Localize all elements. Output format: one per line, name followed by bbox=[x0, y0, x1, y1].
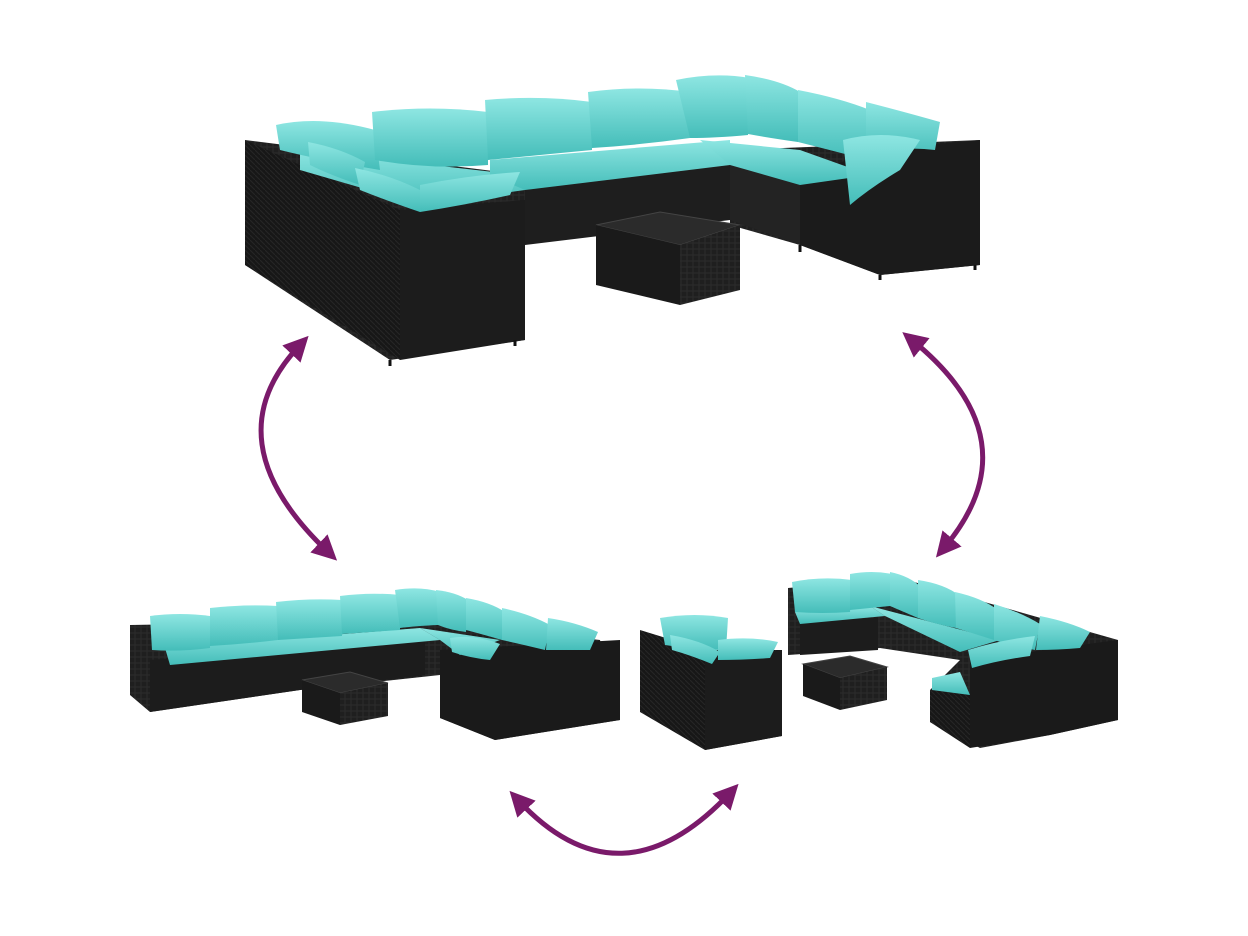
seat-cushion bbox=[932, 672, 970, 695]
back-cushion bbox=[308, 142, 365, 185]
double-headed-curved-arrow-right-icon bbox=[902, 332, 986, 558]
back-cushion bbox=[372, 108, 488, 167]
back-cushion bbox=[676, 75, 750, 138]
coffee-table-front bbox=[302, 680, 340, 725]
sofa-corner-front bbox=[970, 640, 1118, 748]
coffee-table-side bbox=[840, 667, 887, 710]
full-set-group bbox=[245, 75, 980, 366]
left-configuration-group bbox=[130, 588, 620, 740]
coffee-table-front bbox=[596, 225, 680, 305]
right-configuration-group bbox=[788, 572, 1118, 748]
back-cushion bbox=[792, 578, 852, 613]
back-cushion bbox=[485, 97, 592, 160]
corner-piece-group bbox=[640, 615, 782, 750]
coffee-table-front bbox=[803, 664, 840, 710]
back-cushion bbox=[1036, 616, 1090, 650]
back-cushion bbox=[850, 572, 892, 610]
sofa-left-front-face bbox=[245, 140, 400, 360]
back-cushion bbox=[588, 88, 690, 148]
double-headed-curved-arrow-left-icon bbox=[258, 335, 338, 561]
double-headed-curved-arrow-bottom-icon bbox=[509, 783, 739, 856]
back-cushion bbox=[355, 168, 420, 212]
back-cushion bbox=[955, 592, 998, 640]
sofa-left-module-front bbox=[400, 200, 525, 360]
seat-cushion bbox=[490, 140, 730, 190]
back-cushion bbox=[718, 638, 778, 660]
back-cushion bbox=[502, 608, 550, 650]
back-cushion bbox=[890, 572, 922, 618]
corner-front bbox=[705, 650, 782, 750]
back-cushion bbox=[436, 590, 468, 632]
seat-cushion bbox=[700, 140, 870, 185]
back-cushion bbox=[210, 605, 278, 646]
sofa-front bbox=[800, 618, 878, 655]
back-cushion bbox=[340, 593, 400, 634]
back-cushion bbox=[968, 636, 1035, 668]
back-cushion bbox=[546, 618, 598, 650]
back-cushion bbox=[395, 588, 440, 628]
back-cushion bbox=[466, 598, 505, 640]
seat-cushion bbox=[870, 606, 1000, 652]
back-cushion bbox=[420, 172, 520, 212]
back-cushion bbox=[918, 580, 960, 628]
back-cushion bbox=[745, 75, 800, 142]
coffee-table-side bbox=[680, 225, 740, 305]
back-cushion bbox=[150, 614, 210, 651]
coffee-table-side bbox=[340, 683, 388, 725]
sofa-corner-front bbox=[440, 640, 620, 740]
sofa-right-inner bbox=[730, 160, 800, 245]
back-cushion bbox=[450, 636, 500, 660]
sofa-side-face bbox=[930, 690, 970, 748]
seat-cushion bbox=[165, 628, 440, 665]
back-cushion bbox=[276, 599, 342, 640]
sofa-legs bbox=[388, 245, 977, 366]
back-cushion bbox=[843, 135, 920, 205]
back-cushion bbox=[670, 635, 720, 664]
